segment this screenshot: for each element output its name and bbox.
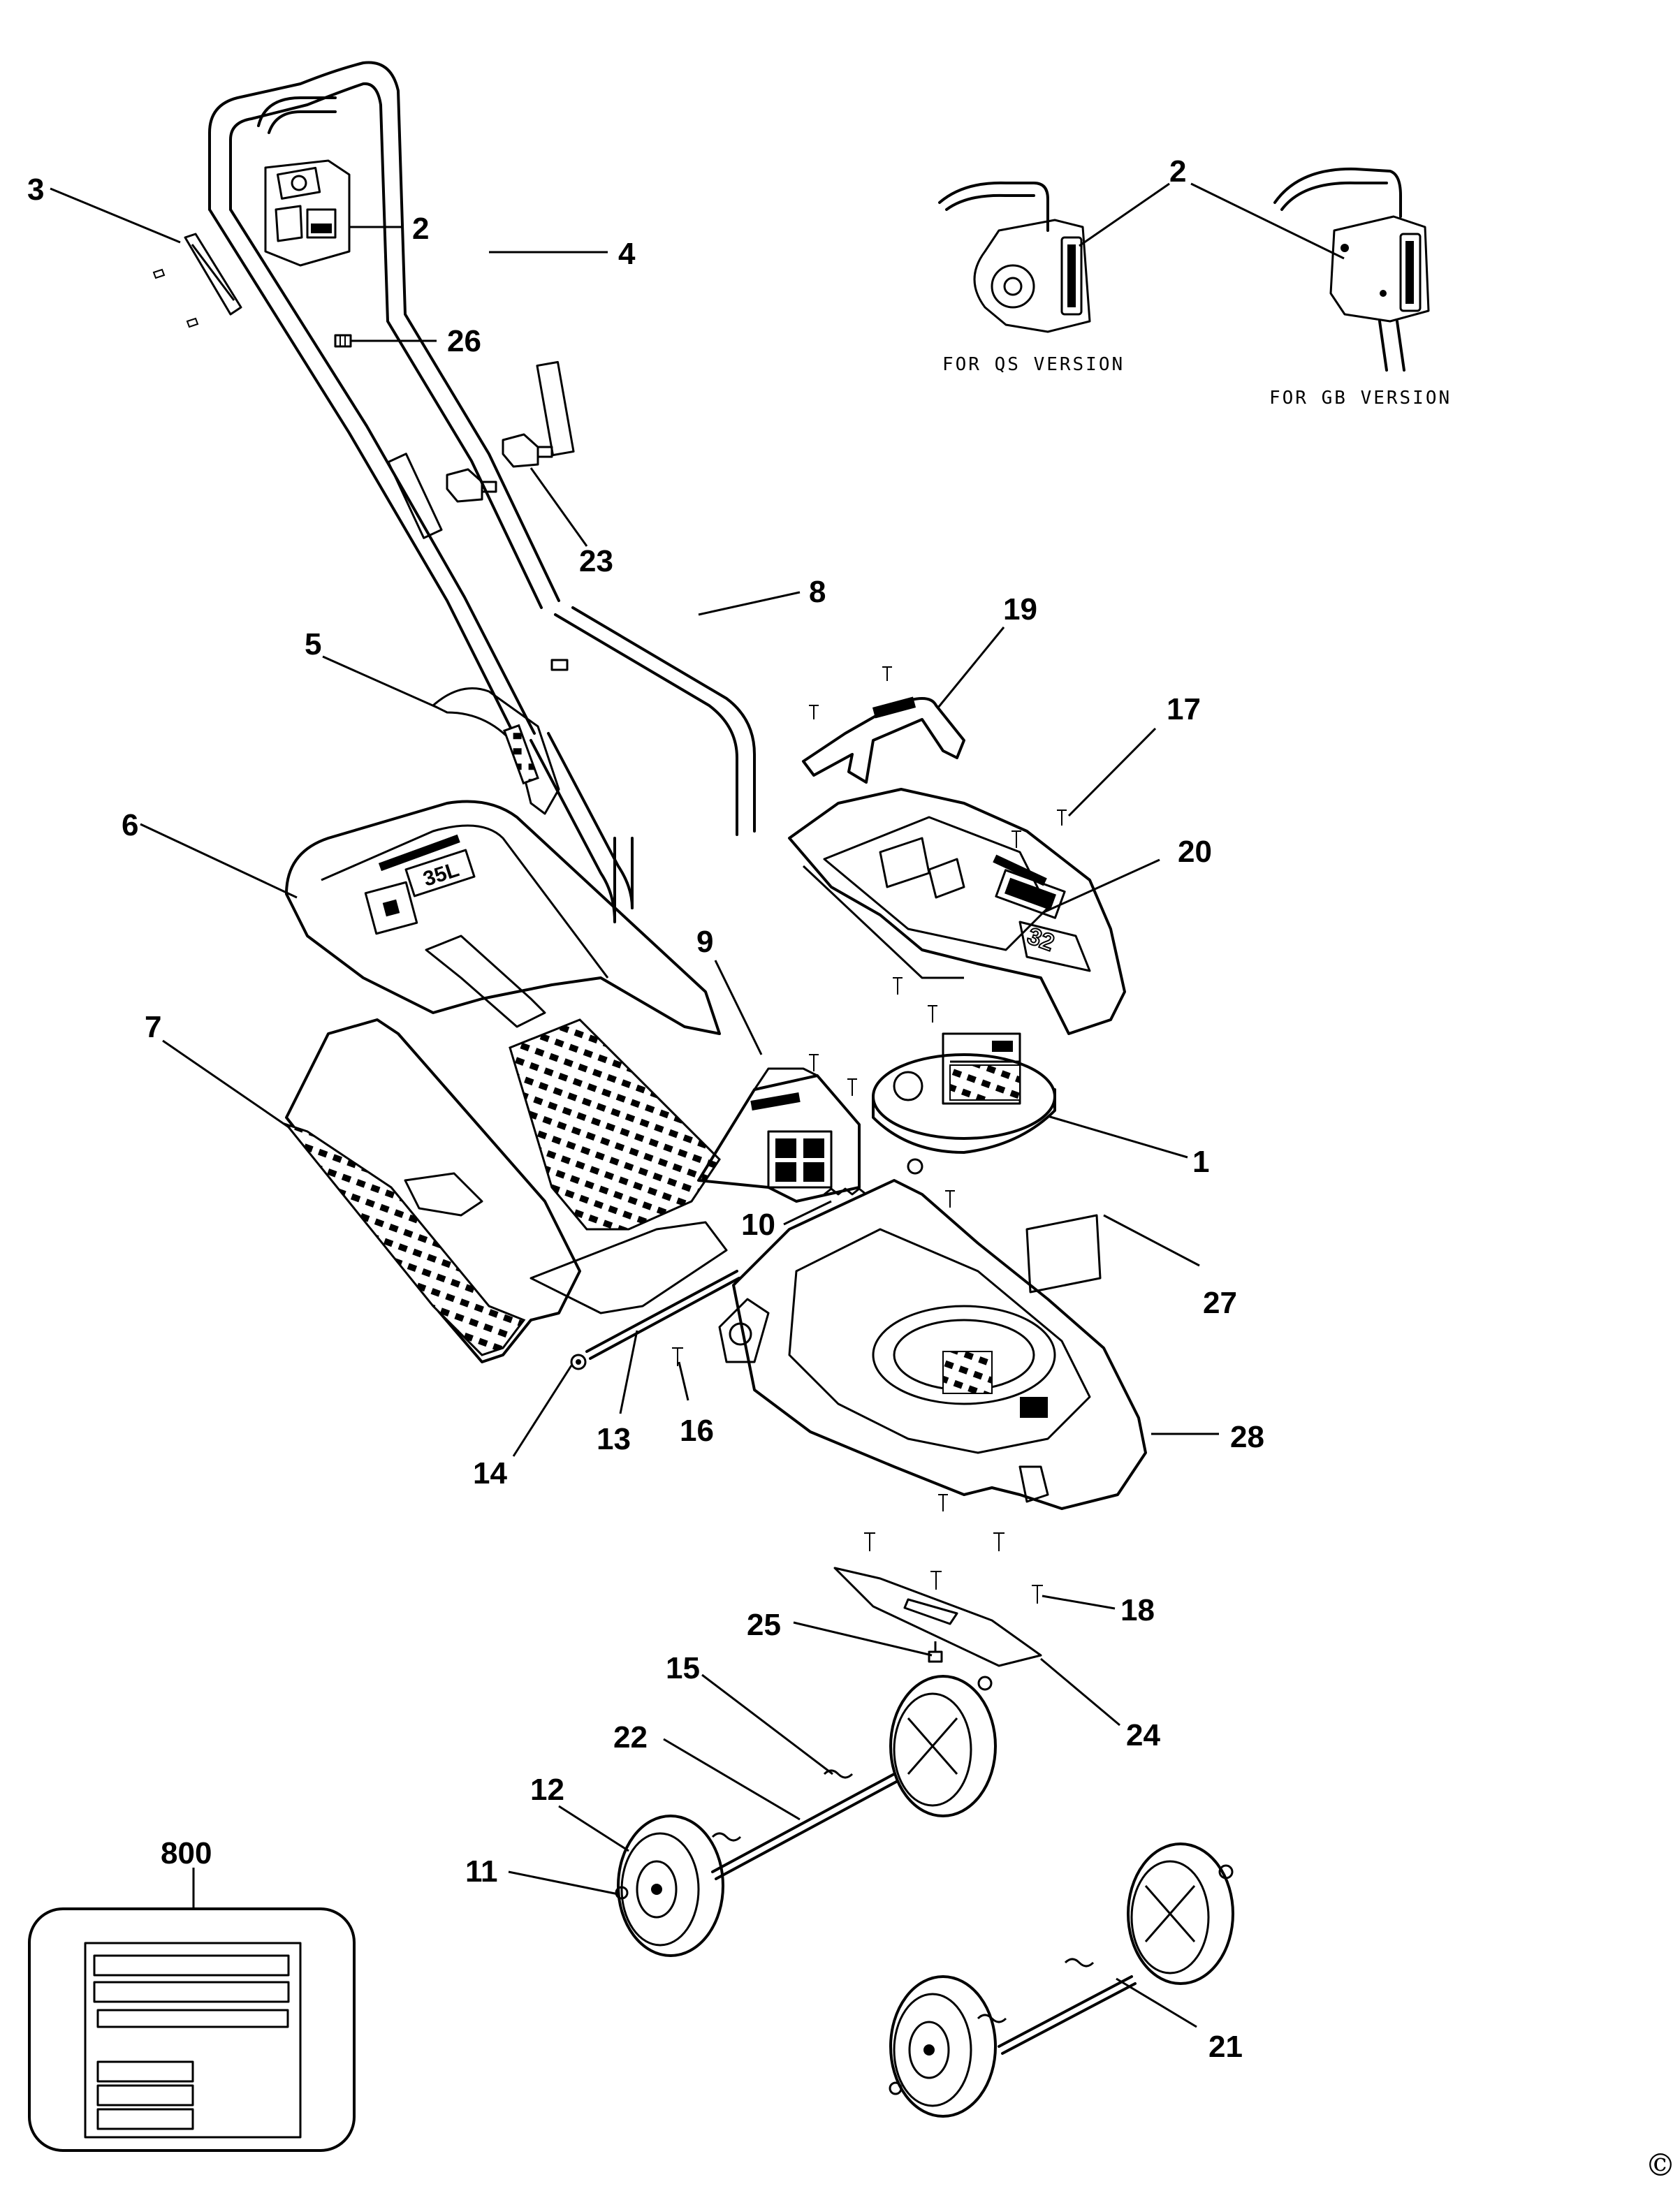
- part-number-14: 14: [473, 1456, 507, 1490]
- part-number-3: 3: [27, 173, 44, 207]
- lower-handle-part-8: [529, 606, 756, 923]
- switch-box-gb-version: [1273, 167, 1430, 372]
- mower-deck-part-28: [718, 1158, 1147, 1511]
- part-number-25: 25: [747, 1608, 781, 1642]
- part-number-9: 9: [696, 925, 713, 959]
- part-number-13: 13: [597, 1422, 631, 1456]
- part-number-17: 17: [1167, 692, 1201, 726]
- screw-part-16: [672, 1347, 683, 1366]
- control-panel-part-9: [697, 1054, 861, 1203]
- part-number-800: 800: [161, 1836, 212, 1870]
- part-number-16: 16: [680, 1414, 714, 1448]
- grassbox-part-7: [283, 1018, 728, 1363]
- part-number-4: 4: [618, 237, 636, 271]
- washer-part-14: [570, 1354, 587, 1370]
- part-number-2: 2: [412, 212, 429, 246]
- part-number-1: 1: [1192, 1145, 1209, 1179]
- motor-cover-part-20: 32: [788, 788, 1126, 1035]
- part-number-28: 28: [1230, 1420, 1264, 1454]
- part-number-21: 21: [1208, 2030, 1243, 2064]
- part-numbers: 3 2 4 26 23 8 2 19 5 17 6 20 9 7 1 10 27…: [27, 154, 1264, 2064]
- rod-part-13: [585, 1270, 740, 1360]
- part-number-23: 23: [579, 544, 613, 578]
- part-number-22: 22: [613, 1720, 648, 1754]
- label-card-part-27: [1025, 1214, 1102, 1294]
- qs-version-caption: FOR QS VERSION: [942, 354, 1125, 375]
- part-number-6: 6: [122, 808, 138, 842]
- part-number-12: 12: [530, 1773, 564, 1807]
- part-number-15: 15: [666, 1651, 700, 1685]
- switch-box-qs-version: [938, 181, 1091, 333]
- label-kit-part-800: [28, 1868, 356, 2152]
- grassbox-lid-part-6: 35L: [285, 800, 721, 1231]
- axle-part-22: [711, 1773, 899, 1880]
- front-wheel-lower-left: [889, 1975, 997, 2118]
- part-number-26: 26: [447, 324, 481, 358]
- axle-part-21: [977, 1958, 1137, 2055]
- rear-wheel-upper-right: [889, 1675, 997, 1817]
- cable-clip-part-3: [152, 233, 242, 328]
- blade-part-24: [833, 1567, 1042, 1667]
- part-number-27: 27: [1203, 1286, 1237, 1320]
- part-number-7: 7: [145, 1010, 161, 1044]
- clip-part-26: [334, 334, 352, 348]
- leader-lines: [50, 182, 1345, 2028]
- carry-handle-part-19: [802, 666, 965, 784]
- screws-part-18: [864, 1532, 1043, 1604]
- motor-part-1: [872, 1032, 1056, 1154]
- part-number-2-variant: 2: [1169, 154, 1186, 189]
- part-number-20: 20: [1178, 835, 1212, 869]
- part-number-10: 10: [741, 1208, 775, 1242]
- handle-knobs-part-23: [446, 433, 553, 503]
- clip-small-handle: [550, 659, 569, 671]
- part-number-24: 24: [1126, 1718, 1160, 1752]
- gb-version-caption: FOR GB VERSION: [1269, 388, 1452, 409]
- copyright-mark: ©: [1645, 2148, 1676, 2183]
- rear-wheel-lower-right: [1127, 1842, 1234, 1985]
- bolt-part-25: [928, 1641, 943, 1663]
- part-number-5: 5: [305, 627, 321, 661]
- part-number-18: 18: [1120, 1593, 1155, 1627]
- part-number-8: 8: [809, 575, 826, 609]
- spring-part-10: [824, 1187, 867, 1196]
- wheel-part-12: [617, 1815, 724, 1957]
- screw-part-17: [1057, 809, 1067, 826]
- switch-box-part-2: [257, 96, 351, 267]
- part-number-11: 11: [465, 1854, 498, 1889]
- upper-handle-part-4: [208, 61, 575, 742]
- part-number-19: 19: [1003, 592, 1037, 627]
- clip-cover-part-5: [432, 687, 560, 815]
